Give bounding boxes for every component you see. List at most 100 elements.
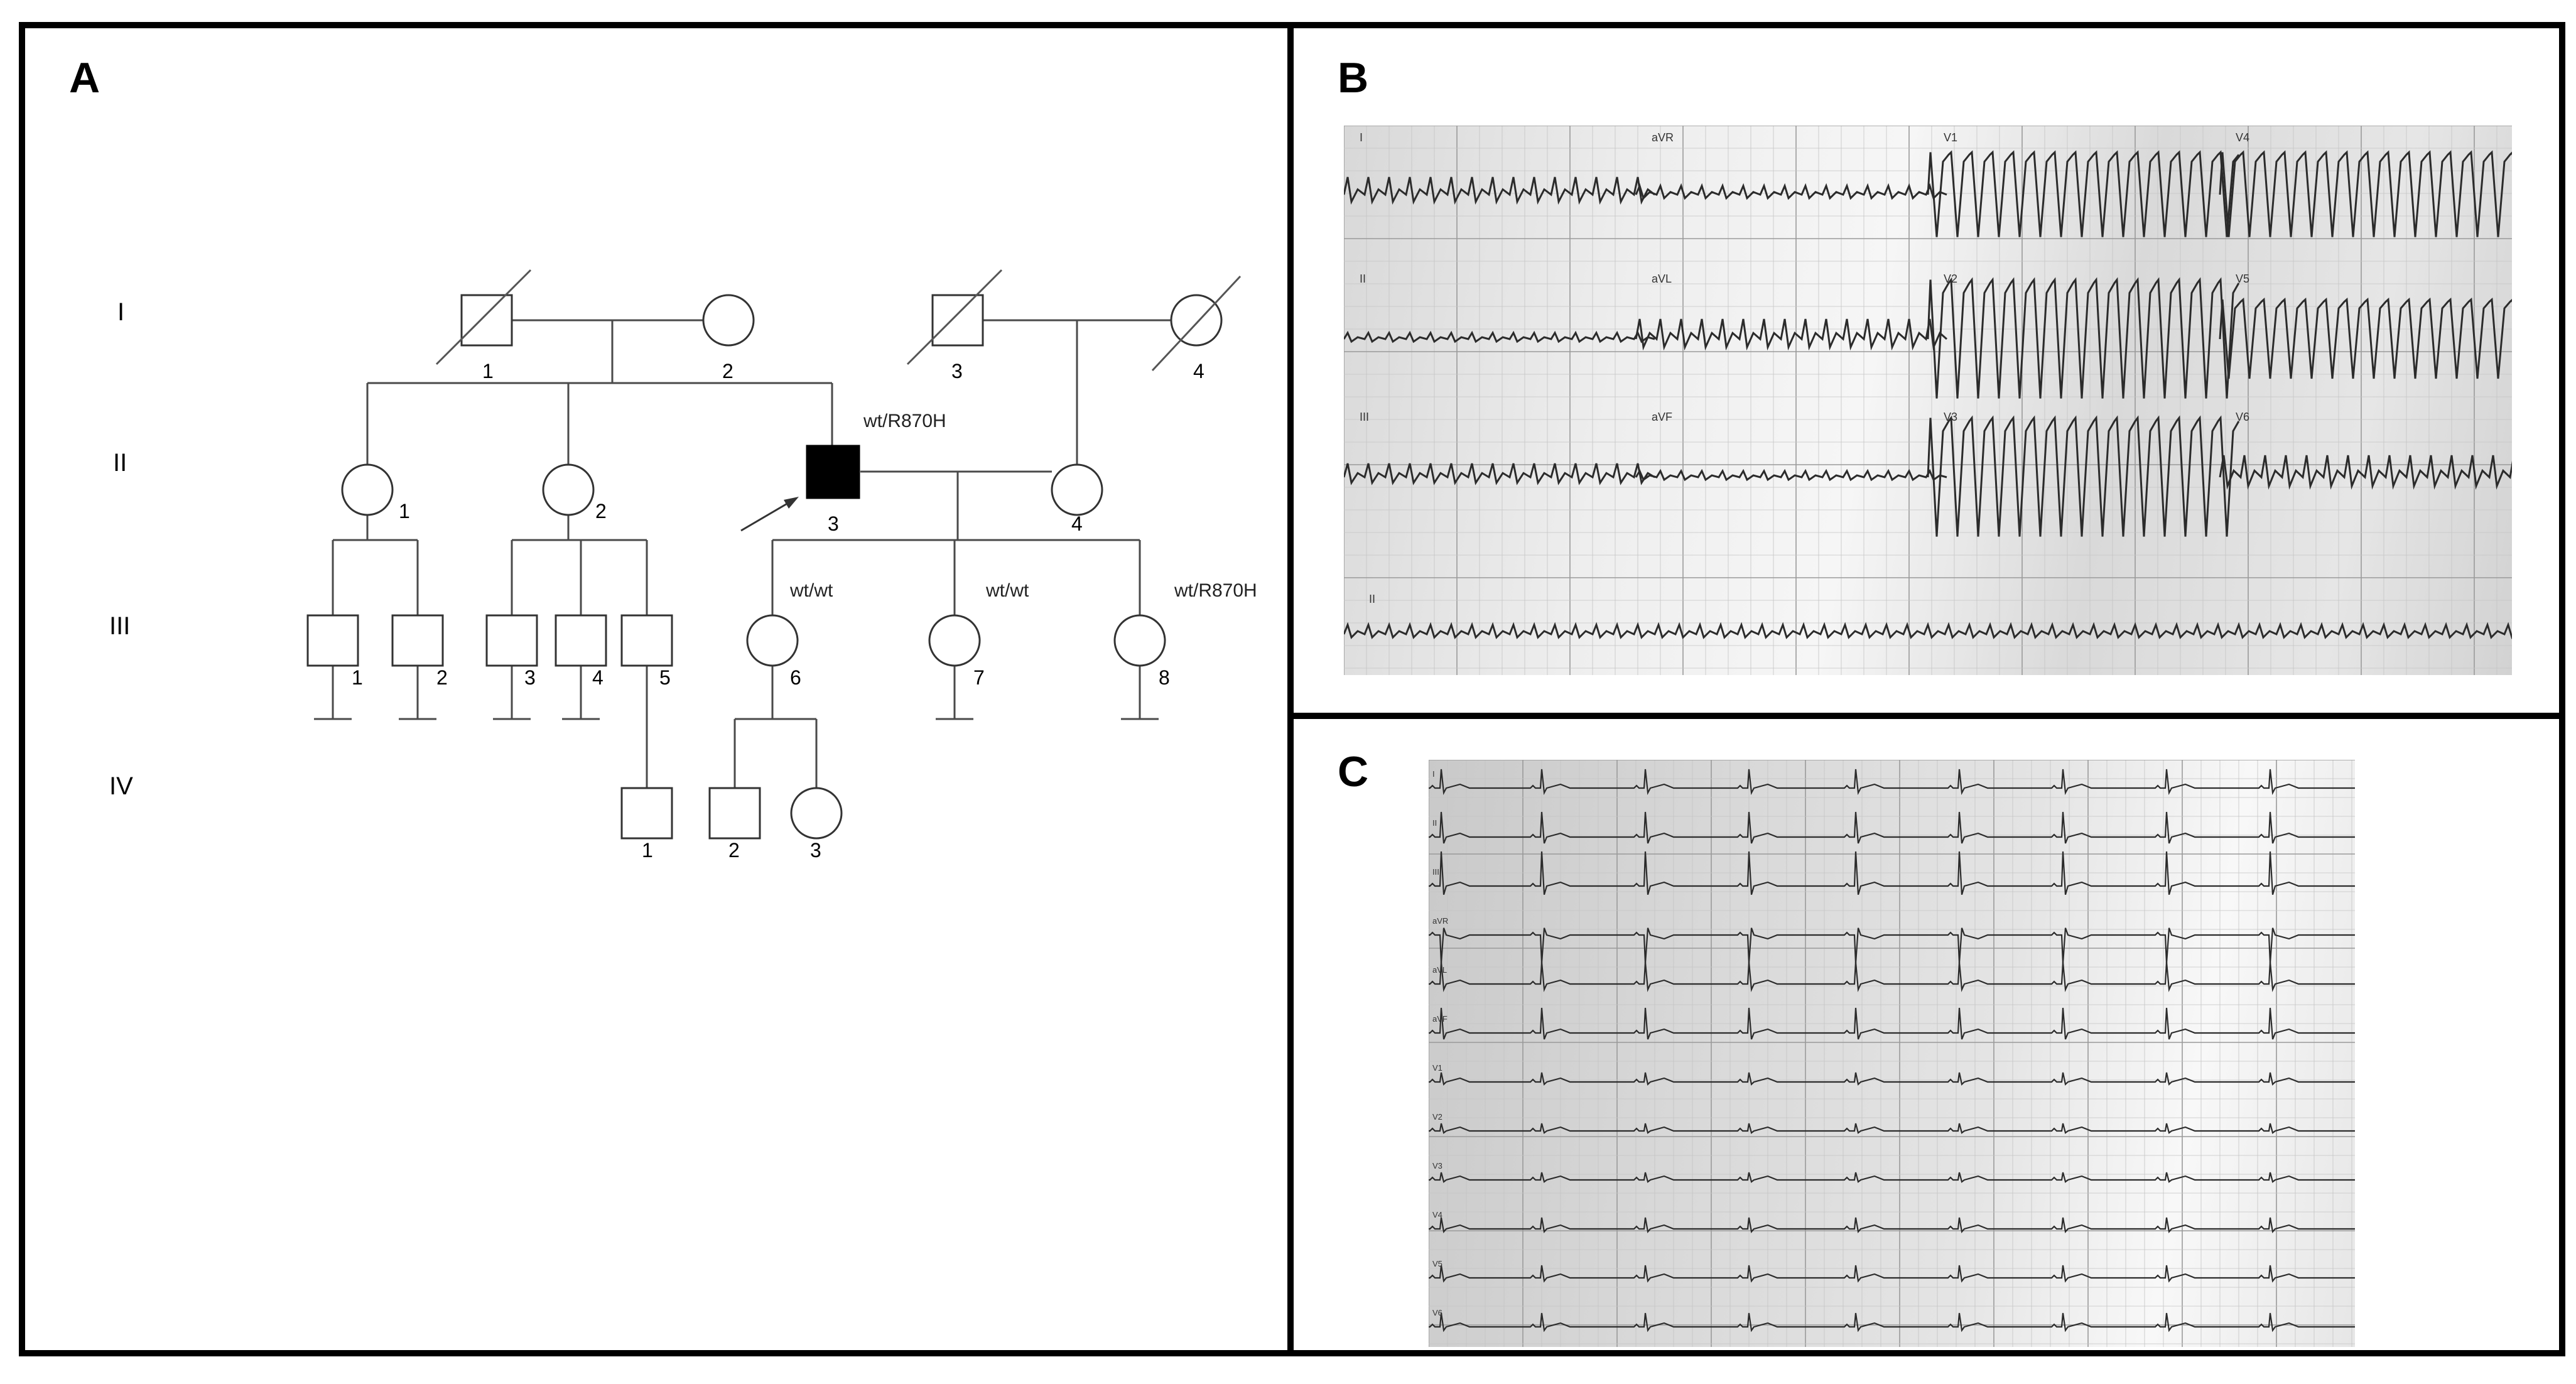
panel-label-c: C xyxy=(1338,748,1369,796)
lead-label: V2 xyxy=(1944,273,1957,285)
proband-arrow-icon xyxy=(740,499,793,532)
generation-label-i: I xyxy=(117,298,124,326)
lead-label: II xyxy=(1432,818,1437,828)
lead-label: V3 xyxy=(1432,1161,1442,1170)
generation-label-ii: II xyxy=(113,449,127,477)
proband-arrowhead-icon xyxy=(784,497,799,509)
ecg-trace xyxy=(1429,1265,2355,1283)
lead-label: V6 xyxy=(2236,411,2249,423)
ecg-trace xyxy=(1429,811,2355,844)
male-symbol xyxy=(620,787,673,840)
individual-number: 1 xyxy=(352,666,363,689)
female-symbol xyxy=(746,614,799,667)
individual-number: 1 xyxy=(399,500,410,522)
generation-label-iv: IV xyxy=(109,772,133,800)
female-symbol xyxy=(928,614,981,667)
pedigree-lines xyxy=(314,319,1171,788)
individual-iii-7: wt/wt 7 xyxy=(928,580,1029,689)
pedigree-chart: I II III IV 1 2 3 4 1 xyxy=(109,269,1257,862)
individual-iii-4: 4 xyxy=(555,614,607,689)
ecg-trace xyxy=(1344,330,1655,343)
genotype-label: wt/R870H xyxy=(863,411,946,431)
individual-number: 3 xyxy=(810,839,821,862)
lead-label: V1 xyxy=(1432,1063,1442,1073)
ecg-rhythm-strip xyxy=(1344,622,2512,639)
individual-number: 8 xyxy=(1159,666,1170,689)
female-symbol xyxy=(341,463,394,516)
ecg-trace xyxy=(1429,1123,2355,1134)
individual-number: 4 xyxy=(1071,512,1083,535)
individual-number: 1 xyxy=(642,839,653,862)
lead-label: aVL xyxy=(1652,273,1672,285)
lead-label: V4 xyxy=(2236,131,2249,144)
ecg-trace xyxy=(1635,468,1947,482)
ecg-trace xyxy=(1429,927,2355,964)
individual-number: 2 xyxy=(595,500,607,522)
individual-iv-3: 3 xyxy=(790,787,843,862)
individual-iii-2: 2 xyxy=(391,614,448,689)
ecg-trace xyxy=(1635,183,1947,200)
individual-i-1: 1 xyxy=(435,269,532,382)
individual-number: 2 xyxy=(722,360,733,382)
male-symbol xyxy=(931,294,984,347)
ecg-trace xyxy=(1635,318,1947,351)
panel-label-b: B xyxy=(1338,54,1369,102)
lead-label: V4 xyxy=(1432,1210,1442,1219)
individual-iv-2: 2 xyxy=(708,787,761,862)
ecg-trace xyxy=(1927,150,2240,237)
deceased-slash xyxy=(1151,275,1242,372)
female-symbol xyxy=(542,463,595,516)
lead-label: V5 xyxy=(1432,1259,1442,1268)
individual-ii-3-proband: wt/R870H 3 xyxy=(740,411,946,535)
female-symbol xyxy=(790,787,843,840)
lead-label: II xyxy=(1360,273,1366,285)
ecg-trace xyxy=(1429,769,2355,796)
lead-label: aVR xyxy=(1652,131,1674,144)
ecg-trace xyxy=(1429,1072,2355,1086)
individual-number: 3 xyxy=(951,360,963,382)
individual-ii-2: 2 xyxy=(542,463,607,522)
male-symbol xyxy=(620,614,673,667)
individual-number: 7 xyxy=(973,666,985,689)
individual-iii-1: 1 xyxy=(306,614,363,689)
lead-label: aVR xyxy=(1432,916,1448,926)
lead-label: V1 xyxy=(1944,131,1957,144)
individual-i-3: 3 xyxy=(906,269,1003,382)
individual-number: 1 xyxy=(482,360,494,382)
ecg-trace xyxy=(2219,297,2512,379)
female-symbol xyxy=(1051,463,1103,516)
female-symbol xyxy=(702,294,755,347)
individual-number: 4 xyxy=(592,666,603,689)
lead-label: I xyxy=(1360,131,1363,144)
ecg-trace xyxy=(1429,1007,2355,1040)
lead-label: V5 xyxy=(2236,273,2249,285)
individual-ii-1: 1 xyxy=(341,463,410,522)
male-symbol xyxy=(708,787,761,840)
lead-label: V3 xyxy=(1944,411,1957,423)
ecg-trace xyxy=(1927,277,2240,399)
individual-i-4: 4 xyxy=(1151,275,1242,382)
individual-iii-6: wt/wt 6 xyxy=(746,580,833,689)
male-symbol xyxy=(306,614,359,667)
panel-label-a: A xyxy=(69,54,100,102)
individual-number: 2 xyxy=(728,839,740,862)
male-symbol xyxy=(460,294,513,347)
generation-label-iii: III xyxy=(109,612,130,640)
individual-iii-5: 5 xyxy=(620,614,673,689)
lead-label: aVF xyxy=(1432,1014,1448,1024)
individual-iii-3: 3 xyxy=(485,614,538,689)
female-symbol xyxy=(1113,614,1166,667)
ecg-trace xyxy=(1429,1172,2355,1183)
ecg-trace xyxy=(1429,1217,2355,1233)
ecg-trace xyxy=(1429,1312,2355,1333)
lead-label: II xyxy=(1369,593,1375,605)
affected-male-symbol xyxy=(806,445,860,499)
panel-a-pedigree: A xyxy=(19,22,1294,1356)
lead-label: aVL xyxy=(1432,965,1447,975)
ecg-trace xyxy=(1344,176,1655,205)
male-symbol xyxy=(555,614,607,667)
individual-number: 3 xyxy=(828,512,839,535)
